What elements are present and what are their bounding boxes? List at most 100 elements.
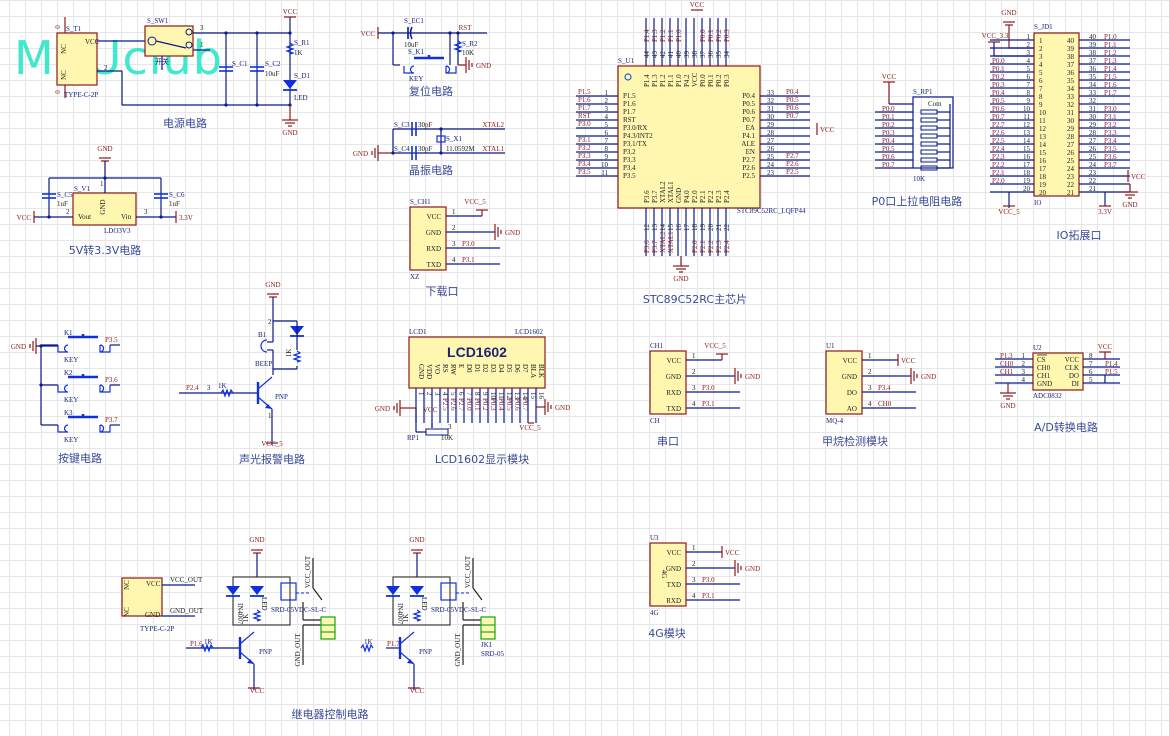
pin-number: 3 [200,24,204,32]
pin-label: DO [847,389,857,397]
module-body-label: 4G [660,570,668,579]
ground-symbol: GND [1000,392,1016,410]
ref-designator: S_U1 [618,57,634,65]
module-body [409,206,447,271]
section-title-4g: 4G模块 [648,627,686,640]
transistor-arrow [247,659,254,664]
net-label: P2.7 [786,152,799,160]
button-contact [99,344,111,353]
lcd-body [408,336,546,389]
ground-label: GND [265,281,280,289]
pin-number: 10 [489,392,497,400]
power-label: VCC [882,73,897,81]
pin-number: 14 [1023,137,1031,145]
pin-number: 11 [601,169,608,177]
net-label: CH0 [1000,360,1014,368]
ground-label: GND [921,373,936,381]
ground-symbol: GND [11,338,37,354]
module-body [649,542,687,607]
relay-circuit: NCNCVCCGNDTYPE-C-2PVCC_OUTGND_OUTGNDIN40… [121,536,504,695]
ref-designator: CH1 [650,342,664,350]
pin-number: 28 [767,129,775,137]
pin-number: 4 [605,113,609,121]
part-model: TYPE-C-2P [140,625,174,633]
pin-label: P3.2 [623,148,636,156]
pin-number: 4 [1027,57,1031,65]
section-title-io: IO拓展口 [1057,228,1102,242]
net-label: P3.6 [1104,153,1117,161]
net-label: P0.1 [992,65,1005,73]
ref-designator: S_C4 [394,145,410,153]
net-label: P0.4 [882,137,895,145]
pin-label: 24 [1067,165,1075,173]
switch-terminal [185,28,193,36]
pin-number: 5 [1089,376,1093,384]
net-label: P3.1 [702,400,715,408]
pin-number: 20 [1023,185,1031,193]
pin-number: 3 [144,208,148,216]
pin-number: 16 [1023,153,1031,161]
pin-label: P1.1 [667,74,675,87]
pin-number: 1 [200,41,204,49]
section-title-crystal: 晶振电路 [409,163,453,177]
pin-label: P4.3/INT2 [623,132,653,140]
pin-label: P4.2 [683,74,691,87]
pin-number: 31 [1089,105,1097,113]
pin-number: 43 [651,51,659,59]
pin-label: 3 [1039,53,1043,61]
pin-number: 38 [691,51,699,59]
pin-number: 3 [207,384,211,392]
pin-label: 36 [1067,69,1075,77]
ref-designator: S_C5 [57,191,73,199]
pin-number: 10 [601,161,609,169]
pin-number: 0 [54,25,62,29]
pin-label: 2 [1039,45,1043,53]
resistor-icon [920,149,938,155]
net-label: P2.6 [449,398,457,411]
net-label: P2.7 [457,398,465,411]
net-label: P3.2 [578,144,591,152]
pin-label: P0.3 [723,74,731,87]
pin-number: 2 [452,224,456,232]
pin-number: 33 [1089,89,1097,97]
pin-number: 1 [268,412,272,420]
net-label: P2.1 [992,169,1005,177]
net-label: P3.3 [578,152,591,160]
pin-number: 3 [452,240,456,248]
adc-body [1032,352,1084,391]
pin-label: P1.0 [675,74,683,87]
net-label: P2.5 [992,137,1005,145]
pin-number: 26 [767,145,775,153]
pin-number: 40 [1089,33,1097,41]
pin-number: 11 [497,392,505,399]
net-label: VCC_OUT [464,555,472,588]
pin-label: GND [145,611,160,619]
pin-label: 20 [1039,189,1047,197]
pin-label: P3.0/RX [623,124,647,132]
part-value: KEY [64,356,78,364]
switch-terminal [185,41,193,49]
ref-designator: K1 [64,329,73,337]
pin-number: 18 [1023,169,1031,177]
diode-triangle [386,586,400,595]
net-label: P0.3 [992,81,1005,89]
pin-number: 29 [767,121,775,129]
power-port: VCC [1127,170,1146,182]
power-label: 3.3V [179,214,193,222]
part-model: 4G [650,609,659,617]
pin-number: 24 [767,161,775,169]
ref-designator: S_C2 [265,60,281,68]
net-label: P2.2 [707,240,715,253]
pin-label: D2 [481,364,489,373]
ref-designator: LCD1 [409,328,427,336]
part-type: PNP [275,393,288,401]
net-label: P3.5 [578,168,591,176]
pin-number: 0 [54,90,62,94]
pin-label: DI [1072,380,1080,388]
power-label: VCC [361,30,376,38]
pin-number: 20 [707,224,715,232]
power-label: VCC_5 [464,198,486,206]
junction-dot [103,176,107,180]
